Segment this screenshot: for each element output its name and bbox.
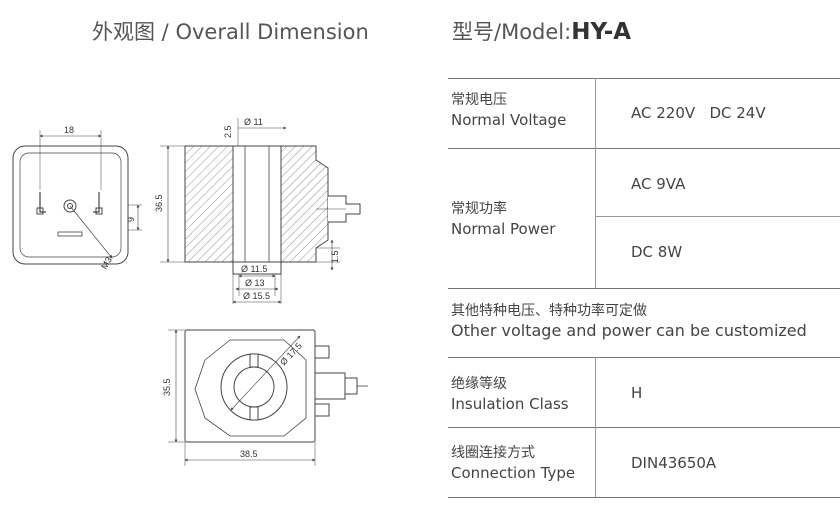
- dim-pin-offset: 1.5: [330, 250, 340, 263]
- insulation-value: H: [631, 384, 643, 402]
- divider-top: [448, 78, 840, 79]
- dim-bore-outer: Ø 15.5: [243, 291, 270, 301]
- dimension-heading-cn: 外观图: [92, 20, 155, 44]
- terminal-center-tip: [344, 377, 358, 395]
- section-view: [160, 118, 361, 304]
- spec-table: 常规电压 Normal Voltage AC 220V DC 24V 常规功率 …: [448, 78, 840, 498]
- front-inner: [19, 152, 122, 258]
- technical-drawing: 18 9 M3 2.5 Ø 11 36.5 1.5 Ø 11.5 Ø 13 Ø …: [12, 117, 368, 466]
- divider-power: [448, 288, 840, 289]
- model-value: HY-A: [571, 19, 632, 45]
- dim-top-offset: 2.5: [223, 125, 233, 138]
- voltage-ac: AC 220V: [631, 104, 696, 122]
- front-view: [12, 130, 142, 265]
- connection-label-en: Connection Type: [451, 464, 576, 482]
- custom-note: 其他特种电压、特种功率可定做 Other voltage and power c…: [451, 301, 807, 341]
- dimension-heading: 外观图 / Overall Dimension: [92, 16, 369, 46]
- outer-dia-leader: [230, 335, 301, 411]
- connection-label: 线圈连接方式 Connection Type: [451, 443, 575, 483]
- power-label: 常规功率 Normal Power: [451, 199, 555, 239]
- dim-bore-inner: Ø 11.5: [241, 264, 267, 274]
- custom-note-en: Other voltage and power can be customize…: [451, 321, 807, 340]
- dim-bore-top: Ø 11: [244, 117, 263, 127]
- connection-divider: [595, 427, 596, 497]
- divider-insulation: [448, 427, 840, 428]
- terminal-top: [314, 345, 330, 359]
- thread-leader: [69, 205, 113, 259]
- pin-left-foot: [36, 207, 44, 215]
- dim-bore-mid: Ø 13: [245, 278, 265, 288]
- insulation-label-cn: 绝缘等级: [451, 376, 507, 392]
- ground-slot: [57, 231, 83, 237]
- model-prefix: 型号/Model:: [452, 20, 572, 44]
- bobbin-inner: [233, 366, 275, 408]
- terminal-bottom: [314, 403, 330, 417]
- voltage-dc: DC 24V: [709, 104, 766, 122]
- front-body: [12, 145, 129, 265]
- dim-front-height: 9: [126, 217, 136, 222]
- pin-right: [93, 192, 100, 213]
- voltage-label: 常规电压 Normal Voltage: [451, 90, 566, 130]
- connection-value: DIN43650A: [631, 454, 717, 472]
- bobbin-slot-top: [249, 353, 259, 368]
- power-label-cn: 常规功率: [451, 201, 507, 217]
- terminal-center: [314, 372, 346, 400]
- voltage-label-en: Normal Voltage: [451, 111, 567, 129]
- insulation-label-en: Insulation Class: [451, 395, 569, 413]
- divider-custom: [448, 357, 840, 358]
- connection-label-cn: 线圈连接方式: [451, 445, 535, 461]
- center-screw-inner: [67, 203, 73, 209]
- center-screw: [63, 199, 77, 213]
- voltage-divider: [595, 78, 596, 148]
- dim-height: 36.5: [154, 194, 164, 212]
- bobbin-slot-bottom: [249, 406, 259, 421]
- voltage-label-cn: 常规电压: [451, 92, 507, 108]
- insulation-label: 绝缘等级 Insulation Class: [451, 374, 569, 414]
- model-heading: 型号/Model:HY-A: [452, 16, 631, 46]
- divider-voltage: [448, 148, 840, 149]
- voltage-value: AC 220V DC 24V: [631, 104, 766, 122]
- bottom-view: [168, 329, 368, 466]
- custom-note-cn: 其他特种电压、特种功率可定做: [451, 303, 647, 319]
- dim-front-width: 18: [64, 125, 74, 135]
- power-dc: DC 8W: [631, 243, 683, 261]
- power-ac: AC 9VA: [631, 175, 686, 193]
- insulation-divider: [595, 357, 596, 427]
- dim-bottom-height: 35.5: [162, 378, 172, 396]
- dim-bottom-width: 38.5: [240, 449, 258, 459]
- divider-bottom: [448, 497, 840, 498]
- section-bore: [232, 145, 282, 263]
- pin-left: [39, 192, 46, 213]
- power-subdivider: [595, 216, 840, 217]
- dimension-heading-sep: /: [155, 20, 176, 44]
- pin-right-foot: [95, 207, 103, 215]
- bore-collar: [232, 261, 282, 275]
- dimension-heading-en: Overall Dimension: [175, 20, 369, 44]
- power-label-en: Normal Power: [451, 220, 556, 238]
- power-divider: [595, 148, 596, 288]
